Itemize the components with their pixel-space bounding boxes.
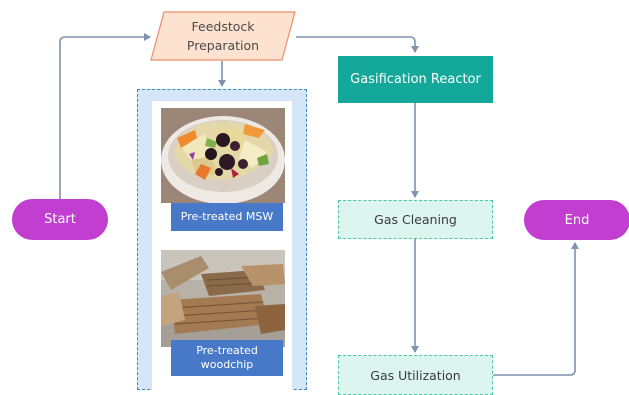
- gas-utilization-node: Gas Utilization: [338, 355, 493, 395]
- feedstock-preparation-node: Feedstock Preparation: [150, 11, 296, 61]
- woodchip-image: [161, 250, 285, 347]
- feedstock-label: Feedstock Preparation: [186, 19, 260, 53]
- start-label: Start: [44, 212, 76, 227]
- gasification-reactor-node: Gasification Reactor: [338, 56, 493, 103]
- start-node: Start: [12, 199, 108, 240]
- msw-image: [161, 108, 285, 203]
- end-node: End: [524, 200, 629, 240]
- gas-cleaning-node: Gas Cleaning: [338, 200, 493, 239]
- arrow-start-to-feedstock: [59, 33, 151, 199]
- msw-label-tag: Pre-treated MSW: [171, 203, 283, 231]
- woodchip-label-tag: Pre-treated woodchip: [171, 340, 283, 376]
- parallelogram-shape: [150, 11, 296, 61]
- arrow-feedstock-to-reactor: [296, 36, 419, 53]
- arrow-utilization-to-end: [493, 242, 579, 376]
- reactor-label: Gasification Reactor: [350, 72, 481, 87]
- msw-label: Pre-treated MSW: [180, 210, 274, 223]
- end-label: End: [564, 212, 590, 228]
- woodchip-label: Pre-treated woodchip: [196, 344, 258, 371]
- gas-cleaning-label: Gas Cleaning: [374, 212, 457, 227]
- gas-utilization-label: Gas Utilization: [370, 367, 461, 383]
